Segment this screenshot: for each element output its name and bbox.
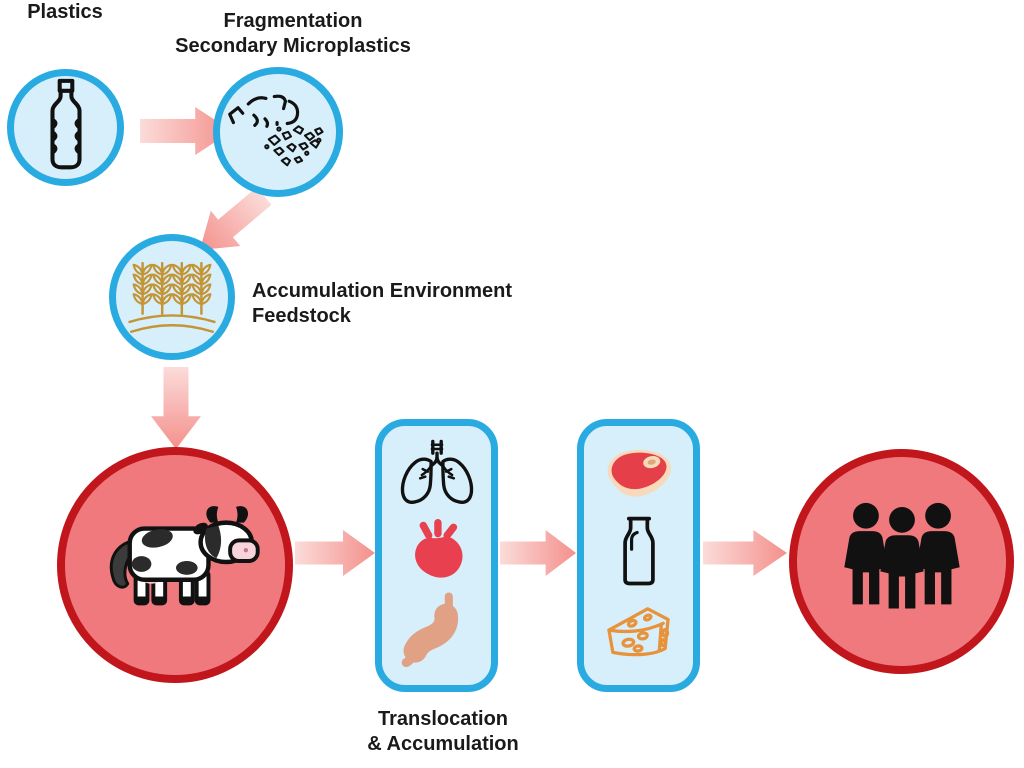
feedstock-label: Accumulation Environment Feedstock: [252, 279, 512, 329]
translocation-label: Translocation & Accumulation: [343, 707, 543, 757]
humans-node: [789, 449, 1014, 674]
people-group-icon: [824, 491, 980, 632]
arrow-fragmentation-to-feedstock: [185, 178, 279, 267]
heart-icon: [402, 519, 472, 590]
arrow-products-to-humans: [703, 530, 787, 576]
animal-products-node: [577, 419, 700, 692]
lungs-icon: [395, 438, 479, 517]
arrow-organs-to-products: [500, 530, 576, 576]
fragmentation-label: Fragmentation Secondary Microplastics: [163, 9, 423, 59]
feedstock-label-line2: Feedstock: [252, 305, 351, 327]
plastic-bottle-icon: [39, 78, 93, 177]
plastics-label: Plastics: [27, 1, 103, 23]
meat-steak-icon: [599, 443, 679, 508]
wheat-crop-icon: [123, 252, 221, 343]
livestock-node: [57, 447, 293, 683]
cheese-icon: [603, 602, 675, 669]
arrow-livestock-to-organs: [295, 530, 375, 576]
feedstock-node: [109, 234, 235, 360]
broken-bottle-fragments-icon: [226, 87, 330, 178]
arrow-plastics-to-fragmentation: [140, 107, 232, 155]
milk-bottle-icon: [614, 514, 664, 595]
fragmentation-label-line1: Fragmentation: [223, 10, 363, 32]
feedstock-label-line1: Accumulation Environment: [252, 280, 513, 302]
fragmentation-node: [213, 67, 343, 197]
arrow-feedstock-to-livestock: [151, 367, 201, 449]
cow-icon: [86, 499, 264, 632]
translocation-label-line2: & Accumulation: [367, 733, 519, 755]
fragmentation-label-line2: Secondary Microplastics: [175, 35, 411, 57]
translocation-label-line1: Translocation: [377, 708, 509, 730]
organ-translocation-node: [375, 419, 498, 692]
plastics-node: [7, 69, 124, 186]
stomach-icon: [401, 592, 473, 673]
